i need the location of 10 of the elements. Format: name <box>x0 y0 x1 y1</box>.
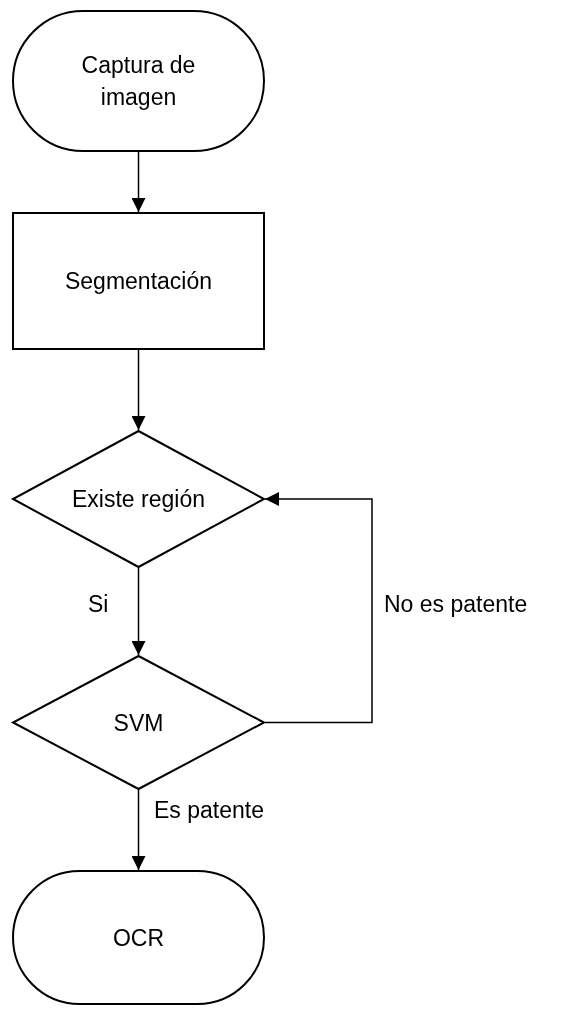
arrow <box>131 567 146 656</box>
node-label: OCR <box>111 923 166 953</box>
arrow <box>131 349 146 431</box>
node-label: Captura de imagen <box>80 50 197 112</box>
node-label: Existe región <box>71 484 206 514</box>
node-label: Segmentación <box>63 266 213 296</box>
arrow <box>131 789 146 871</box>
arrow <box>131 151 146 213</box>
node-label: SVM <box>112 708 165 738</box>
arrow <box>264 492 373 724</box>
